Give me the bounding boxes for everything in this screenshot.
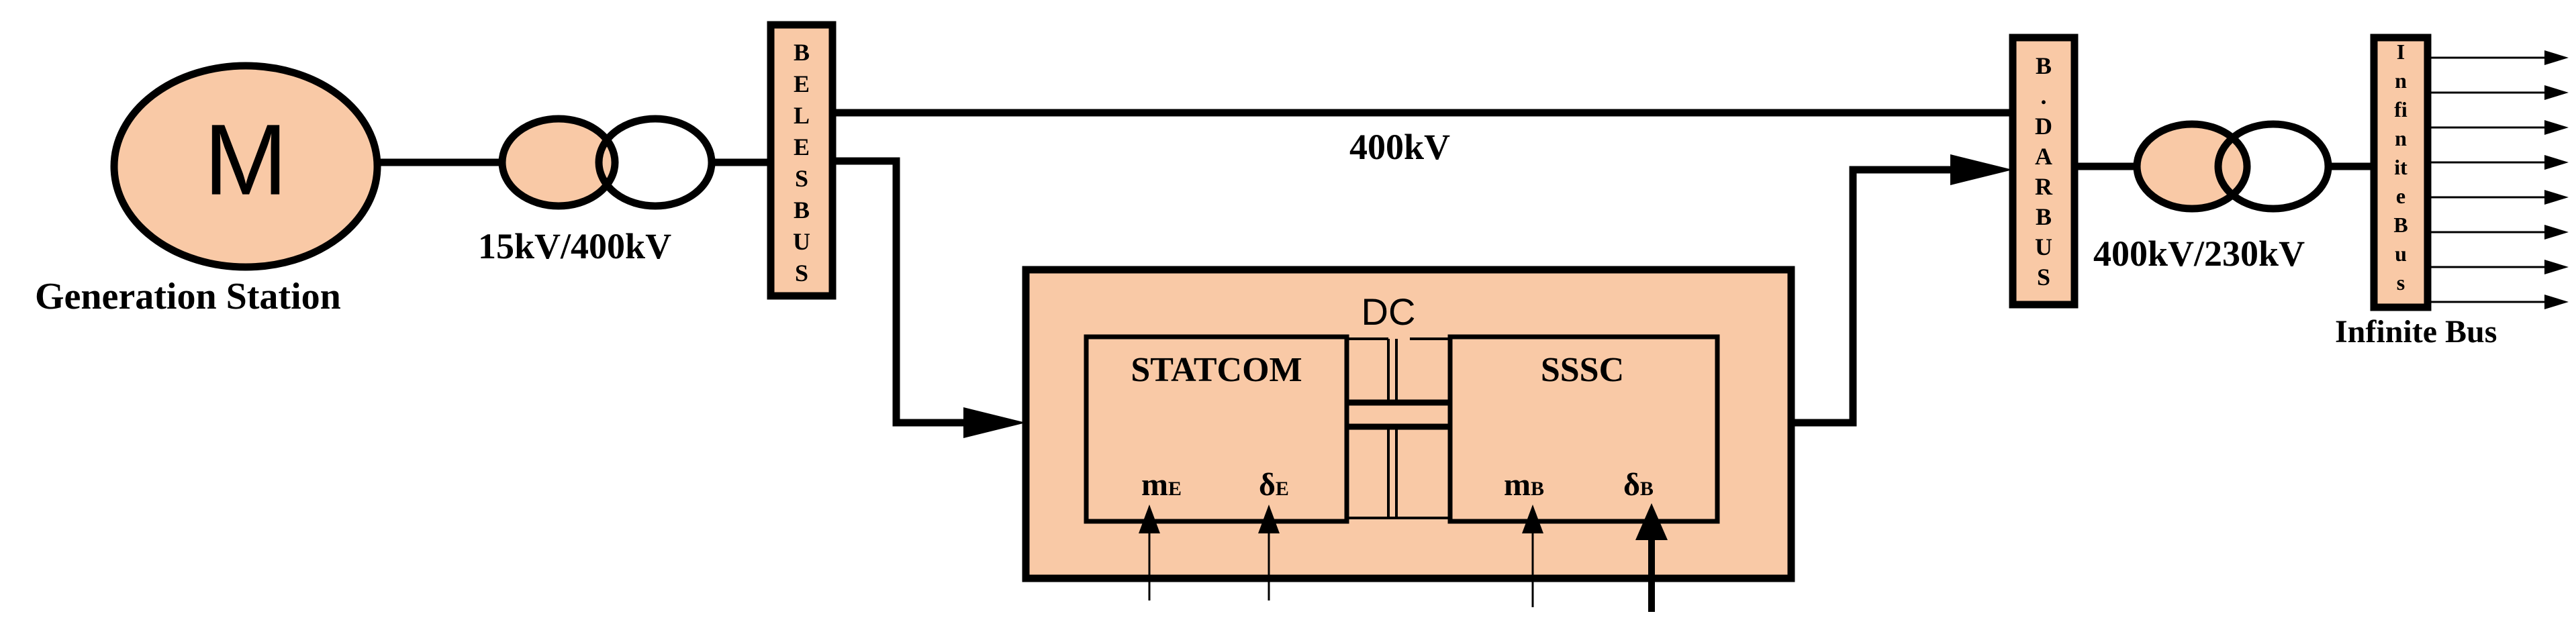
bus-left-letter: S [795,165,808,192]
bus-right-letter: D [2035,113,2052,140]
generator-circle [110,62,381,271]
statcom-box [1084,334,1349,524]
feed-from-upfc-arrow [1950,154,2013,185]
statcom-input-me: mE [1141,467,1182,503]
sssc-input-delta-b: δB [1623,467,1654,503]
bus-left-letter: U [793,228,810,255]
line-voltage-label: 400kV [1349,127,1450,167]
dc-link-capacitor [1347,337,1450,519]
infinite-bus-letter: n [2395,68,2407,93]
sssc-box [1447,334,1720,524]
statcom-block: STATCOM mE δE [1084,334,1349,524]
infinite-bus-letter: u [2395,242,2407,266]
statcom-title: STATCOM [1131,351,1302,389]
sssc-title: SSSC [1541,351,1624,389]
infinite-bus-letter: fi [2394,97,2407,121]
statcom-input-delta-e: δE [1259,467,1289,503]
input-arrow-mb-head [1522,505,1543,533]
infinite-bus-output-arrowhead [2544,120,2569,135]
feed-from-upfc [1791,166,1954,427]
infinite-bus-letter: it [2394,155,2407,179]
generation-station-label: Generation Station [35,276,341,317]
bus-left-letter: L [794,102,810,129]
transformer-left-winding-1 [498,115,619,210]
bus-left-letter: E [794,70,810,97]
infinite-bus-outputs [2428,50,2569,309]
infinite-bus-letter: n [2395,126,2407,150]
bus-left-letter: B [794,39,810,66]
bus-left-letter: S [795,260,808,286]
transformer-right-winding-1 [2133,120,2251,213]
infinite-bus-bar [2370,34,2432,311]
bus-right-bar [2009,34,2079,309]
input-arrow-me-head [1139,505,1160,533]
infinite-bus-output-arrowhead [2544,85,2569,100]
transformer-right [2133,120,2332,213]
bus-left-letter: E [794,134,810,160]
feed-to-upfc [832,157,967,427]
infinite-bus-label: Infinite Bus [2335,314,2497,350]
bus-right-letter: A [2035,143,2052,170]
infinite-bus-output-arrowhead [2544,190,2569,205]
bus-right-letter: U [2035,233,2052,260]
control-inputs [1139,503,1668,612]
bus-right-letter: B [2036,203,2052,230]
infinite-bus-output-arrowhead [2544,50,2569,65]
infinite-bus-letter: s [2397,270,2405,295]
bus-right-letter: B [2036,52,2052,79]
transformer-left [498,115,716,210]
infinite-bus-output-arrowhead [2544,295,2569,309]
input-arrow-delta-b-head [1635,503,1668,540]
transformer-left-label: 15kV/400kV [478,226,671,266]
bus-right-letter: . [2041,83,2047,109]
bus-left-letter: B [794,197,810,223]
infinite-bus-letter: e [2396,184,2405,208]
transformer-right-label: 400kV/230kV [2093,233,2305,274]
dc-label: DC [1362,291,1416,333]
infinite-bus-letter: B [2393,213,2407,237]
sssc-block: SSSC mB δB [1447,334,1720,524]
bus-right-letter: S [2037,264,2050,291]
infinite-bus-output-arrowhead [2544,225,2569,240]
infinite-bus-output-arrowhead [2544,260,2569,274]
bus-right-letter: R [2035,173,2053,200]
input-arrow-delta-e-head [1258,505,1280,533]
generator: M [110,62,381,271]
generator-symbol: M [204,103,288,216]
infinite-bus-output-arrowhead [2544,155,2569,170]
feed-to-upfc-arrow [963,407,1026,438]
sssc-input-mb: mB [1504,467,1544,503]
infinite-bus-letter: I [2397,40,2405,64]
